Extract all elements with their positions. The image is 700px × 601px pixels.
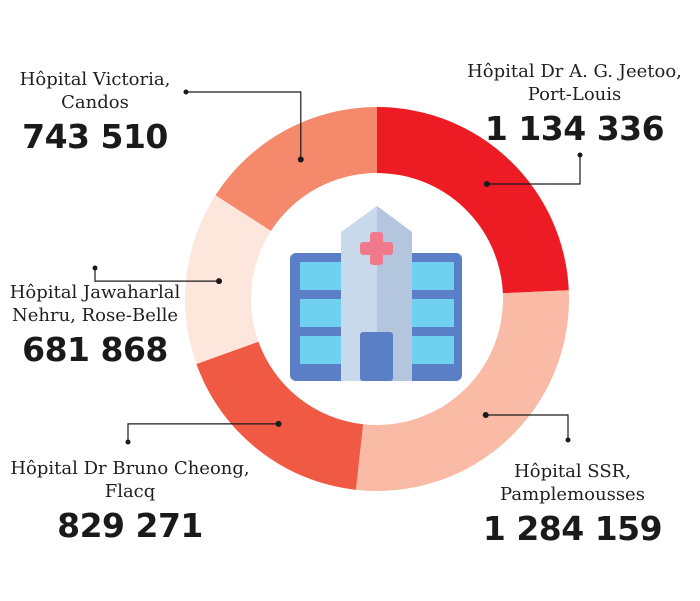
window-right-0 — [410, 262, 454, 290]
label-bruno-cheong-name-1: Hôpital Dr Bruno Cheong, — [10, 458, 250, 479]
window-right-1 — [410, 299, 454, 327]
leader-dot-victoria — [297, 156, 304, 163]
donut-slices — [185, 107, 569, 492]
leader-end-victoria — [183, 89, 189, 95]
leader-dot-ssr — [482, 411, 489, 418]
leader-lines — [92, 89, 583, 445]
label-bruno-cheong: Hôpital Dr Bruno Cheong, Flacq 829 271 — [5, 457, 255, 545]
label-victoria-name-2: Candos — [61, 92, 129, 113]
leader-dot-jawaharlal — [216, 278, 223, 285]
label-jeetoo-name-1: Hôpital Dr A. G. Jeetoo, — [467, 61, 682, 82]
label-jeetoo: Hôpital Dr A. G. Jeetoo, Port-Louis 1 13… — [447, 60, 700, 148]
slice-bruno-cheong — [196, 341, 364, 490]
window-left-2 — [300, 336, 344, 364]
slice-jeetoo — [377, 107, 569, 294]
label-victoria-value: 743 510 — [22, 117, 168, 156]
leader-dot-jeetoo — [483, 181, 490, 188]
label-bruno-cheong-value: 829 271 — [57, 506, 203, 545]
hospital-door — [360, 332, 393, 381]
leader-end-bruno-cheong — [125, 439, 131, 445]
label-ssr: Hôpital SSR, Pamplemousses 1 284 159 — [445, 460, 700, 548]
leader-end-jeetoo — [577, 152, 583, 158]
leader-line-ssr — [485, 414, 569, 440]
label-jeetoo-value: 1 134 336 — [484, 109, 665, 148]
leader-dot-bruno-cheong — [275, 420, 282, 427]
slice-jawaharlal — [185, 195, 271, 365]
label-victoria-name-1: Hôpital Victoria, — [19, 69, 171, 90]
leader-line-jawaharlal — [94, 268, 220, 282]
leader-line-jeetoo — [486, 155, 581, 185]
label-ssr-name-1: Hôpital SSR, — [514, 461, 631, 482]
leader-end-ssr — [565, 437, 571, 443]
label-jawaharlal-name-2: Nehru, Rose-Belle — [11, 305, 179, 326]
window-left-0 — [300, 262, 344, 290]
label-jawaharlal-name-1: Hôpital Jawaharlal — [9, 282, 181, 303]
cross-horizontal — [360, 242, 393, 255]
slice-victoria — [215, 107, 377, 231]
leader-line-bruno-cheong — [127, 423, 279, 442]
label-victoria: Hôpital Victoria, Candos 743 510 — [0, 68, 190, 156]
slice-ssr — [355, 290, 569, 492]
label-ssr-name-2: Pamplemousses — [500, 484, 645, 505]
hospital-icon — [290, 206, 462, 381]
label-ssr-value: 1 284 159 — [482, 509, 663, 548]
leader-end-jawaharlal — [92, 265, 98, 271]
label-jawaharlal-value: 681 868 — [22, 330, 168, 369]
label-bruno-cheong-name-2: Flacq — [104, 481, 156, 502]
leader-line-victoria — [186, 91, 302, 160]
label-jeetoo-name-2: Port-Louis — [527, 84, 622, 105]
window-left-1 — [300, 299, 344, 327]
window-right-2 — [410, 336, 454, 364]
label-jawaharlal: Hôpital Jawaharlal Nehru, Rose-Belle 681… — [0, 281, 190, 369]
